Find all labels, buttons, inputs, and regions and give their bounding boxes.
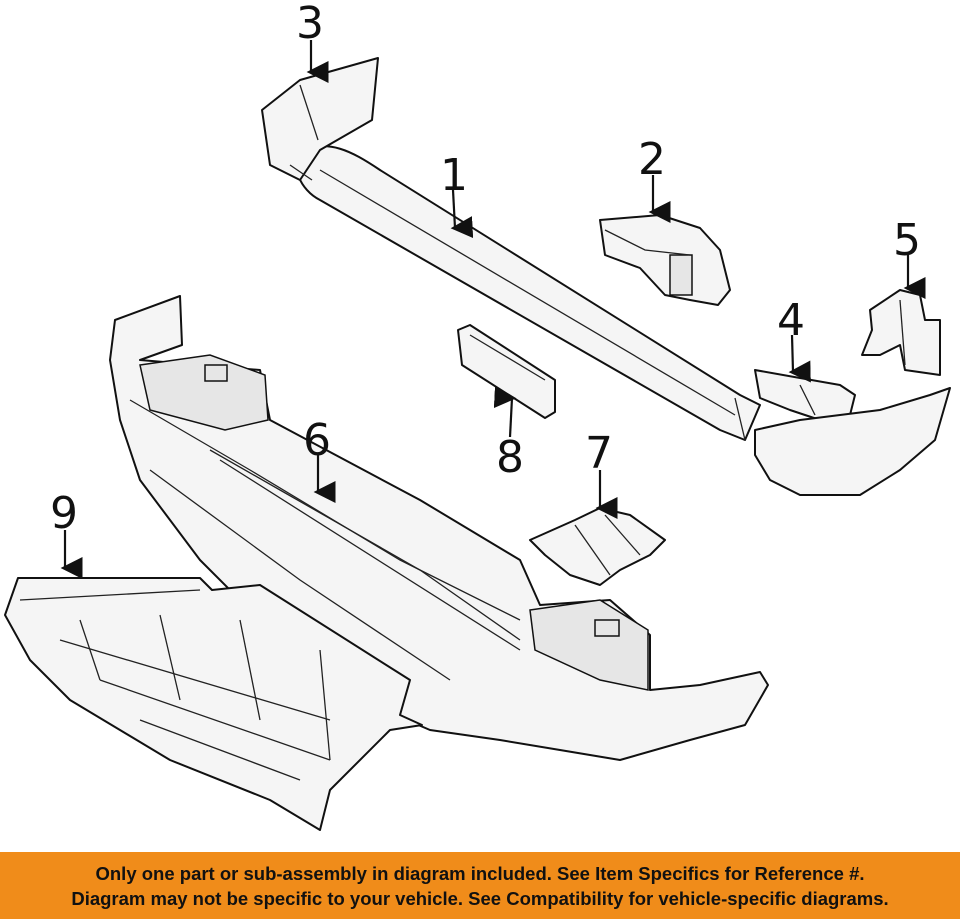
leader-1 — [450, 189, 474, 239]
part-4-bracket — [754, 369, 856, 421]
disclaimer-banner: Only one part or sub-assembly in diagram… — [0, 852, 960, 919]
part-8-plate — [457, 324, 556, 419]
callout-5: 5 — [893, 215, 921, 266]
callout-9: 9 — [50, 488, 78, 539]
leader-4 — [788, 334, 811, 383]
callout-2: 2 — [638, 134, 666, 185]
part-9-splash-shield — [4, 577, 423, 831]
part-7-bracket — [529, 507, 666, 586]
part-5-bracket — [861, 289, 941, 376]
disclaimer-line-2: Diagram may not be specific to your vehi… — [71, 887, 889, 909]
parts-diagram: 3 1 2 5 4 6 8 7 9 — [4, 0, 951, 831]
callout-1: 1 — [440, 150, 468, 201]
part-2-bracket — [599, 214, 731, 306]
disclaimer-line-1: Only one part or sub-assembly in diagram… — [95, 862, 865, 884]
callout-4: 4 — [777, 295, 805, 346]
callout-8: 8 — [496, 432, 524, 483]
bumper-right-end — [754, 387, 951, 496]
callout-7: 7 — [585, 428, 613, 479]
leader-8 — [493, 386, 517, 438]
part-6-bumper-cover — [109, 295, 769, 761]
callout-6: 6 — [303, 415, 331, 466]
callout-3: 3 — [296, 0, 324, 49]
